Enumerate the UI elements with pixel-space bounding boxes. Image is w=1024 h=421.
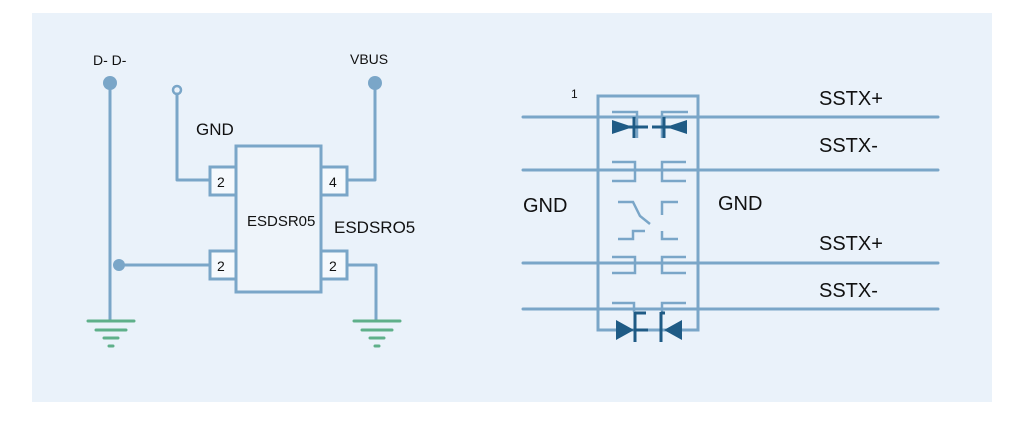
pin-number: 2 <box>217 174 225 190</box>
esd-chip-body <box>234 144 323 294</box>
ground-icon <box>352 319 402 348</box>
diagram-panel <box>32 13 992 402</box>
dminus-terminal <box>103 76 117 90</box>
dminus-label: D- D- <box>93 52 127 68</box>
diode-icon <box>652 110 688 138</box>
gnd-left-label: GND <box>523 195 567 217</box>
gnd-right-label: GND <box>718 193 762 215</box>
pin-number: 2 <box>217 258 225 274</box>
pin-number-label: 1 <box>571 87 578 101</box>
diode-icon <box>598 301 648 342</box>
right-schematic: 1 GND GND SSTX+ SSTX- SSTX+ SSTX- <box>521 87 940 342</box>
pin-number: 4 <box>329 174 337 190</box>
chip-side-label: ESDSRO5 <box>334 218 415 237</box>
left-schematic: D- D- VBUS GND ESDSR05 ESDSRO5 2 4 2 2 <box>86 51 415 348</box>
pin-bottom-left <box>208 249 238 281</box>
capacitor-icon <box>612 255 686 275</box>
gnd-label: GND <box>196 120 234 139</box>
diode-icon <box>659 301 698 342</box>
diode-icon <box>612 110 648 138</box>
signal-label: SSTX- <box>819 135 878 157</box>
vbus-label: VBUS <box>350 51 388 67</box>
pin-number: 2 <box>329 258 337 274</box>
chip-gnd-wire <box>345 263 378 322</box>
pin-top-right <box>319 165 349 197</box>
gnd-wire <box>175 92 212 182</box>
signal-label: SSTX+ <box>819 233 883 255</box>
pin-top-left <box>208 165 238 197</box>
signal-label: SSTX+ <box>819 88 883 110</box>
switch-icon <box>618 200 678 241</box>
signal-label: SSTX- <box>819 280 878 302</box>
vbus-terminal <box>368 76 382 90</box>
vbus-wire <box>345 83 377 182</box>
ground-icon <box>86 319 136 348</box>
chip-name-label: ESDSR05 <box>247 213 315 230</box>
capacitor-icon <box>612 160 686 183</box>
